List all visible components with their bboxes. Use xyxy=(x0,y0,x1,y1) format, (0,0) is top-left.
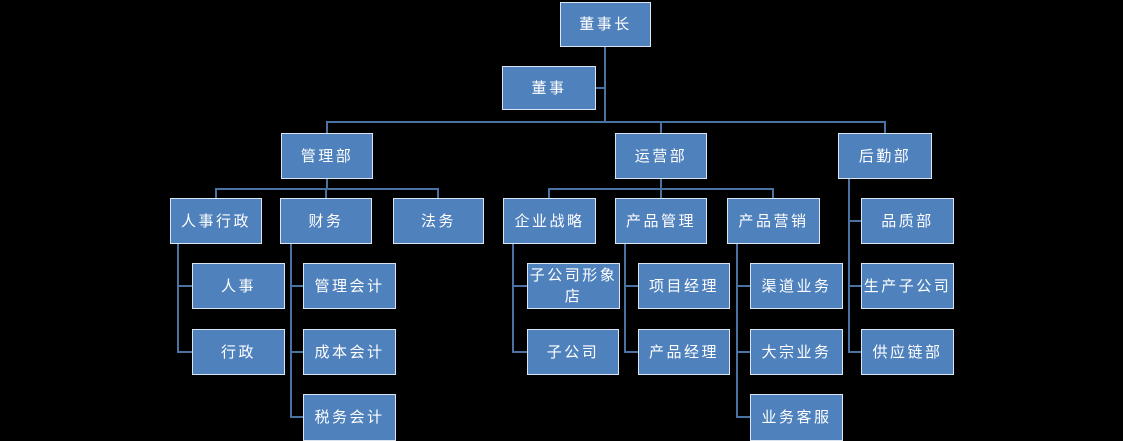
org-node-quality-dept[interactable]: 品质部 xyxy=(861,198,954,244)
org-node-label: 品质部 xyxy=(881,211,934,230)
org-node-label: 运营部 xyxy=(634,146,688,165)
connector-hang-product-management xyxy=(624,244,626,353)
org-node-corporate-strategy[interactable]: 企业战略 xyxy=(503,198,596,244)
connector-stub-product-management xyxy=(660,188,662,198)
connector-stub-cost-accounting xyxy=(292,351,303,353)
org-node-subsidiary[interactable]: 子公司 xyxy=(527,329,619,375)
connector-director-stub xyxy=(596,87,605,89)
connector-stub-logistics-dept xyxy=(884,121,886,133)
org-node-business-customer-service[interactable]: 业务客服 xyxy=(750,394,843,441)
org-node-label: 产品营销 xyxy=(738,211,809,230)
org-node-label: 供应链部 xyxy=(872,342,943,361)
org-node-supply-chain-dept[interactable]: 供应链部 xyxy=(861,329,954,375)
org-node-tax-accounting[interactable]: 税务会计 xyxy=(303,394,396,441)
connector-stub-hr-admin xyxy=(215,188,217,198)
org-node-label: 税务会计 xyxy=(314,408,385,426)
org-node-label: 生产子公司 xyxy=(863,276,952,295)
org-node-product-management[interactable]: 产品管理 xyxy=(615,198,707,244)
org-node-label: 董事长 xyxy=(579,15,632,33)
connector-stub-product-manager xyxy=(626,351,638,353)
org-node-product-marketing[interactable]: 产品营销 xyxy=(727,198,820,244)
connector-stub-project-manager xyxy=(626,285,638,287)
connector-stub-business-customer-service xyxy=(738,416,750,418)
org-node-logistics-dept[interactable]: 后勤部 xyxy=(838,133,932,179)
connector-stub-production-subsidiary xyxy=(850,285,861,287)
org-node-label: 人事 xyxy=(220,276,256,295)
org-node-label: 法务 xyxy=(420,211,456,230)
connector-hang-logistics-dept xyxy=(848,179,850,353)
org-node-label: 后勤部 xyxy=(858,146,912,165)
org-node-label: 大宗业务 xyxy=(761,342,832,361)
org-node-cost-accounting[interactable]: 成本会计 xyxy=(303,329,396,375)
connector-stub-corporate-strategy xyxy=(548,188,550,198)
connector-hang-hr-admin xyxy=(177,244,179,353)
connector-stub-management-dept xyxy=(326,121,328,133)
org-node-label: 管理部 xyxy=(300,146,354,165)
org-node-subsidiary-image-store[interactable]: 子公司形象店 xyxy=(527,263,620,309)
org-node-management-dept[interactable]: 管理部 xyxy=(281,133,373,179)
org-node-label: 项目经理 xyxy=(648,276,719,295)
org-node-label: 行政 xyxy=(220,342,256,361)
org-node-label: 渠道业务 xyxy=(761,276,832,295)
connector-stub-bulk-business xyxy=(738,351,750,353)
connector-stub-operations-dept xyxy=(660,121,662,133)
connector-stub-management-accounting xyxy=(292,285,303,287)
org-node-label: 管理会计 xyxy=(314,276,385,295)
org-node-label: 子公司形象店 xyxy=(529,266,618,305)
connector-stub-legal xyxy=(437,188,439,198)
connector-stub-admin xyxy=(179,351,192,353)
connector-hang-corporate-strategy xyxy=(512,244,514,353)
org-node-management-accounting[interactable]: 管理会计 xyxy=(303,263,396,309)
org-node-operations-dept[interactable]: 运营部 xyxy=(615,133,707,179)
org-node-label: 企业战略 xyxy=(514,211,585,230)
connector-stub-tax-accounting xyxy=(292,416,303,418)
connector-operations-drop xyxy=(660,179,662,189)
connector-stub-hr xyxy=(179,285,192,287)
connector-stub-supply-chain-dept xyxy=(850,351,861,353)
org-node-label: 子公司 xyxy=(546,342,600,361)
connector-stub-product-marketing xyxy=(772,188,774,198)
org-node-channel-business[interactable]: 渠道业务 xyxy=(750,263,843,309)
org-node-label: 产品经理 xyxy=(648,342,719,361)
org-node-label: 产品管理 xyxy=(625,211,696,230)
org-node-label: 业务客服 xyxy=(761,408,832,426)
connector-stub-quality-dept xyxy=(850,220,861,222)
connector-management-drop xyxy=(326,179,328,189)
org-node-finance[interactable]: 财务 xyxy=(280,198,372,244)
org-node-director[interactable]: 董事 xyxy=(502,66,596,110)
org-node-production-subsidiary[interactable]: 生产子公司 xyxy=(861,263,954,309)
org-node-label: 成本会计 xyxy=(314,342,385,361)
org-node-legal[interactable]: 法务 xyxy=(393,198,484,244)
org-node-hr[interactable]: 人事 xyxy=(192,263,285,309)
org-node-hr-admin[interactable]: 人事行政 xyxy=(170,198,262,244)
org-node-admin[interactable]: 行政 xyxy=(192,329,285,375)
org-node-chairman[interactable]: 董事长 xyxy=(560,2,651,47)
connector-stub-subsidiary xyxy=(514,351,527,353)
connector-hang-finance xyxy=(290,244,292,418)
org-node-label: 人事行政 xyxy=(180,211,251,230)
connector-level2-distribution xyxy=(326,121,886,123)
org-node-product-manager[interactable]: 产品经理 xyxy=(638,329,730,375)
connector-hang-product-marketing xyxy=(736,244,738,418)
org-node-project-manager[interactable]: 项目经理 xyxy=(638,263,730,309)
connector-chairman-drop xyxy=(604,47,606,123)
org-node-bulk-business[interactable]: 大宗业务 xyxy=(750,329,843,375)
org-node-label: 董事 xyxy=(531,78,567,97)
connector-stub-subsidiary-image-store xyxy=(514,285,527,287)
org-node-label: 财务 xyxy=(308,211,344,230)
connector-management-children-bar xyxy=(215,188,439,190)
connector-stub-finance xyxy=(325,188,327,198)
connector-stub-channel-business xyxy=(738,285,750,287)
